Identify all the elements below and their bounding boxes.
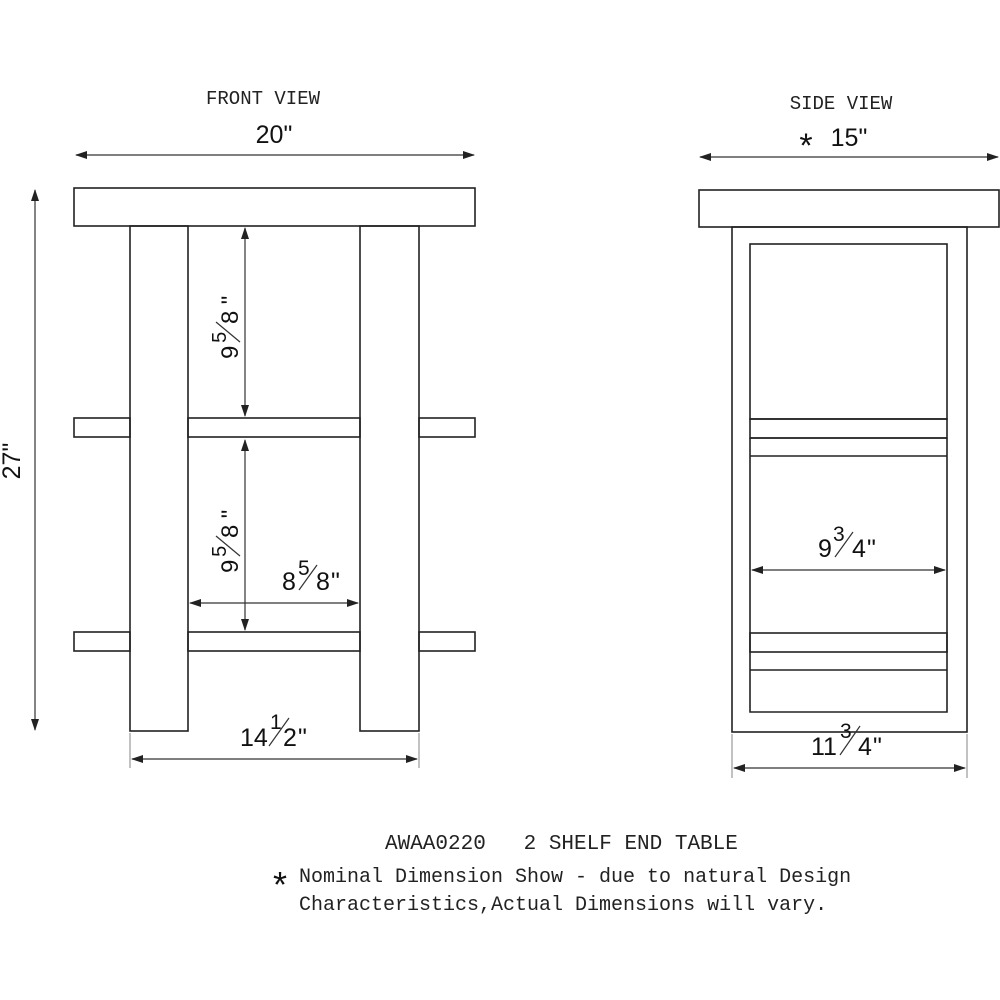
- caption: AWAA0220 2 SHELF END TABLE * Nominal Dim…: [273, 833, 851, 917]
- front-right-leg: [359, 225, 420, 732]
- front-bottom-shelf-right-end: [418, 631, 476, 652]
- front-top-slab: [73, 187, 476, 227]
- front-lower-opening-den: 8: [217, 525, 244, 538]
- front-lower-opening-num: 5: [209, 546, 231, 557]
- front-leg-spacing-den: 8: [316, 568, 330, 596]
- side-base-width-den: 4: [858, 733, 872, 761]
- front-lower-opening-whole: 9: [217, 560, 244, 573]
- front-base-width-den: 2: [283, 724, 297, 752]
- front-width-dimension: 20": [256, 121, 293, 149]
- front-lower-opening-dimension: 9 5 8 ": [205, 510, 244, 573]
- front-leg-spacing-dimension: 8 5 8 ": [282, 553, 340, 596]
- side-depth-star: *: [799, 127, 812, 165]
- front-leg-spacing-unit: ": [331, 568, 340, 596]
- front-view-label: FRONT VIEW: [206, 88, 321, 110]
- front-left-leg: [129, 225, 189, 732]
- front-base-width-whole: 14: [240, 724, 268, 752]
- svg-text:11 3 4: 11 3 4 ": [811, 716, 882, 761]
- svg-text:8 5 8: 8 5 8 ": [282, 553, 340, 596]
- side-middle-shelf: [749, 418, 948, 439]
- side-base-width-whole: 11: [811, 733, 837, 761]
- side-bottom-shelf: [749, 632, 948, 653]
- side-inner-width-dimension: 9 3 4 ": [818, 519, 876, 563]
- side-inner-width-den: 4: [852, 535, 866, 563]
- caption-note-line-1: Nominal Dimension Show - due to natural …: [299, 866, 851, 889]
- svg-text:9 5 8: 9 5 8 ": [205, 510, 244, 573]
- front-upper-opening-dimension: 9 5 8 ": [205, 296, 244, 359]
- front-upper-opening-den: 8: [217, 311, 244, 324]
- front-base-width-dimension: 14 1 2 ": [240, 707, 307, 752]
- side-top-slab: [698, 189, 1000, 228]
- front-middle-shelf-left-end: [73, 417, 131, 438]
- front-middle-shelf-center: [187, 417, 361, 438]
- side-base-width-num: 3: [840, 720, 852, 743]
- front-base-width-unit: ": [298, 724, 307, 752]
- side-depth-dimension: 15": [831, 124, 868, 152]
- front-upper-opening-unit: ": [217, 296, 244, 305]
- side-inner-width-num: 3: [833, 523, 845, 546]
- caption-note-star: *: [273, 864, 287, 905]
- side-view-label: SIDE VIEW: [790, 93, 893, 115]
- caption-note-line-2: Characteristics,Actual Dimensions will v…: [299, 894, 827, 917]
- side-lower-inner-panel: [749, 438, 948, 713]
- front-leg-spacing-num: 5: [298, 557, 310, 580]
- front-base-width-num: 1: [270, 711, 282, 734]
- svg-text:9 3 4: 9 3 4 ": [818, 519, 876, 563]
- front-bottom-shelf-left-end: [73, 631, 131, 652]
- side-inner-width-whole: 9: [818, 535, 832, 563]
- side-view: SIDE VIEW * 15" 9 3 4 ": [698, 93, 1000, 778]
- side-upper-inner-panel: [749, 243, 948, 420]
- front-upper-opening-whole: 9: [217, 346, 244, 359]
- front-height-dimension: 27": [0, 443, 26, 480]
- front-middle-shelf-right-end: [418, 417, 476, 438]
- side-base-width-unit: ": [873, 733, 882, 761]
- front-bottom-shelf-center: [187, 631, 361, 652]
- front-lower-opening-unit: ": [217, 510, 244, 519]
- side-inner-width-unit: ": [867, 535, 876, 563]
- svg-text:9 5 8: 9 5 8 ": [205, 296, 244, 359]
- caption-title: AWAA0220 2 SHELF END TABLE: [385, 833, 738, 856]
- front-upper-opening-num: 5: [209, 332, 231, 343]
- svg-text:14 1 2: 14 1 2 ": [240, 707, 307, 752]
- front-view: FRONT VIEW 20" 27" 9 5 8 ": [0, 88, 476, 768]
- front-leg-spacing-whole: 8: [282, 568, 296, 596]
- side-outer-frame: [731, 226, 968, 733]
- side-base-width-dimension: 11 3 4 ": [811, 716, 882, 761]
